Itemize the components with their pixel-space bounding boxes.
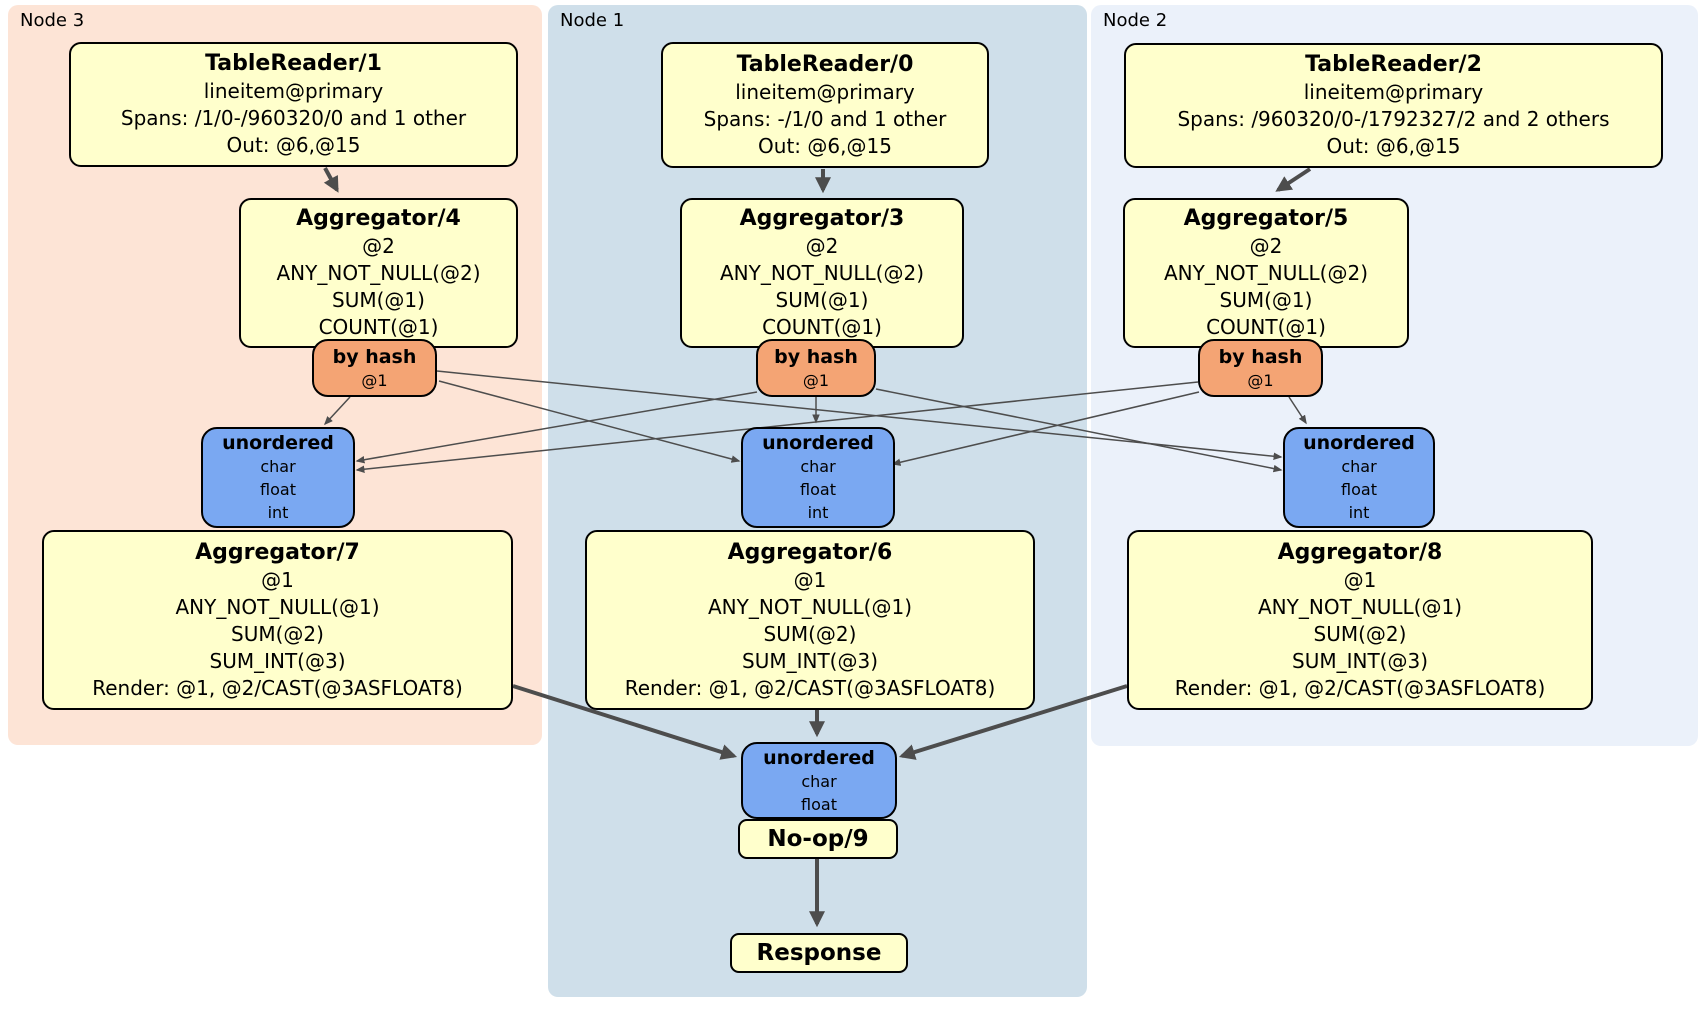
box-line: SUM(@2): [1313, 621, 1407, 646]
router-line: @1: [361, 370, 388, 390]
table-reader-0-box: TableReader/0 lineitem@primary Spans: -/…: [661, 42, 989, 168]
table-reader-2-box: TableReader/2 lineitem@primary Spans: /9…: [1124, 43, 1663, 168]
box-title: Aggregator/6: [727, 539, 893, 565]
box-title: Aggregator/4: [296, 206, 461, 231]
box-line: SUM_INT(@3): [742, 648, 878, 673]
router-title: by hash: [1218, 345, 1303, 368]
sync-line: int: [807, 503, 829, 522]
aggregator-4-box: Aggregator/4 @2 ANY_NOT_NULL(@2) SUM(@1)…: [239, 198, 518, 348]
box-line: SUM_INT(@3): [1292, 648, 1428, 673]
node-1-label: Node 1: [560, 10, 625, 31]
box-line: Out: @6,@15: [758, 133, 892, 158]
node-2-label: Node 2: [1103, 10, 1168, 31]
aggregator-5-box: Aggregator/5 @2 ANY_NOT_NULL(@2) SUM(@1)…: [1123, 198, 1409, 348]
box-line: Render: @1, @2/CAST(@3ASFLOAT8): [1174, 675, 1546, 700]
box-line: ANY_NOT_NULL(@2): [276, 261, 481, 285]
sync-line: float: [800, 480, 836, 499]
unordered-sync-6: unordered char float int: [741, 427, 895, 528]
box-line: lineitem@primary: [203, 79, 384, 103]
box-line: lineitem@primary: [1303, 80, 1484, 104]
box-line: Spans: /1/0-/960320/0 and 1 other: [120, 106, 467, 130]
unordered-sync-7: unordered char float int: [201, 427, 355, 528]
router-line: @1: [1247, 370, 1274, 390]
box-line: SUM(@2): [763, 621, 857, 646]
box-title: TableReader/0: [736, 51, 914, 77]
router-title: by hash: [774, 345, 858, 368]
table-reader-1-box: TableReader/1 lineitem@primary Spans: /1…: [69, 42, 518, 167]
box-line: ANY_NOT_NULL(@2): [1164, 261, 1368, 285]
sync-line: int: [267, 503, 289, 522]
box-line: SUM(@1): [1219, 288, 1313, 312]
aggregator-3-box: Aggregator/3 @2 ANY_NOT_NULL(@2) SUM(@1)…: [680, 198, 964, 348]
aggregator-6-box: Aggregator/6 @1 ANY_NOT_NULL(@1) SUM(@2)…: [585, 530, 1035, 710]
box-line: ANY_NOT_NULL(@2): [720, 261, 924, 285]
sync-title: unordered: [222, 432, 334, 454]
sync-line: float: [1341, 480, 1377, 499]
aggregator-8-box: Aggregator/8 @1 ANY_NOT_NULL(@1) SUM(@2)…: [1127, 530, 1593, 710]
sync-title: unordered: [1303, 432, 1415, 454]
box-line: @1: [793, 567, 827, 592]
sync-line: float: [260, 480, 296, 499]
hash-router-5: by hash @1: [1198, 339, 1323, 397]
box-title: TableReader/1: [205, 51, 382, 76]
box-line: Render: @1, @2/CAST(@3ASFLOAT8): [92, 675, 463, 700]
box-line: COUNT(@1): [318, 315, 439, 339]
box-line: @1: [1343, 567, 1377, 592]
final-unordered-sync: unordered char float: [741, 742, 897, 819]
sync-line: char: [800, 457, 836, 476]
box-title: Aggregator/7: [195, 539, 360, 565]
box-title: TableReader/2: [1305, 52, 1482, 77]
sync-line: int: [1348, 503, 1370, 522]
hash-router-4: by hash @1: [312, 339, 437, 397]
box-line: @2: [805, 234, 839, 258]
box-line: SUM(@2): [231, 621, 324, 646]
sync-title: unordered: [762, 432, 874, 454]
box-line: ANY_NOT_NULL(@1): [175, 594, 380, 619]
box-line: COUNT(@1): [1206, 315, 1326, 339]
box-line: lineitem@primary: [735, 79, 915, 104]
unordered-sync-8: unordered char float int: [1283, 427, 1435, 528]
box-line: Spans: -/1/0 and 1 other: [703, 106, 947, 131]
sync-line: float: [801, 794, 837, 814]
box-line: ANY_NOT_NULL(@1): [1258, 594, 1462, 619]
response-box: Response: [730, 933, 908, 973]
box-line: Out: @6,@15: [226, 133, 361, 157]
box-line: Out: @6,@15: [1326, 134, 1461, 158]
box-line: @2: [1249, 234, 1283, 258]
node-3-label: Node 3: [20, 10, 85, 31]
aggregator-7-box: Aggregator/7 @1 ANY_NOT_NULL(@1) SUM(@2)…: [42, 530, 513, 710]
box-title: Aggregator/5: [1183, 206, 1349, 231]
box-line: COUNT(@1): [762, 315, 882, 339]
box-title: Aggregator/3: [739, 206, 905, 231]
sync-line: char: [260, 457, 296, 476]
box-title: Aggregator/8: [1277, 539, 1443, 565]
box-line: Spans: /960320/0-/1792327/2 and 2 others: [1177, 107, 1610, 131]
box-line: ANY_NOT_NULL(@1): [708, 594, 912, 619]
box-line: SUM_INT(@3): [209, 648, 346, 673]
router-title: by hash: [332, 345, 417, 368]
box-line: SUM(@1): [775, 288, 869, 312]
router-line: @1: [802, 370, 830, 390]
box-line: SUM(@1): [332, 288, 425, 312]
noop-9-box: No-op/9: [738, 819, 898, 859]
hash-router-3: by hash @1: [756, 339, 876, 397]
box-line: @1: [261, 567, 294, 592]
sync-line: char: [1341, 457, 1377, 476]
box-line: @2: [362, 234, 395, 258]
box-line: Render: @1, @2/CAST(@3ASFLOAT8): [624, 675, 996, 700]
sync-line: char: [801, 771, 837, 791]
sync-title: unordered: [763, 746, 875, 769]
